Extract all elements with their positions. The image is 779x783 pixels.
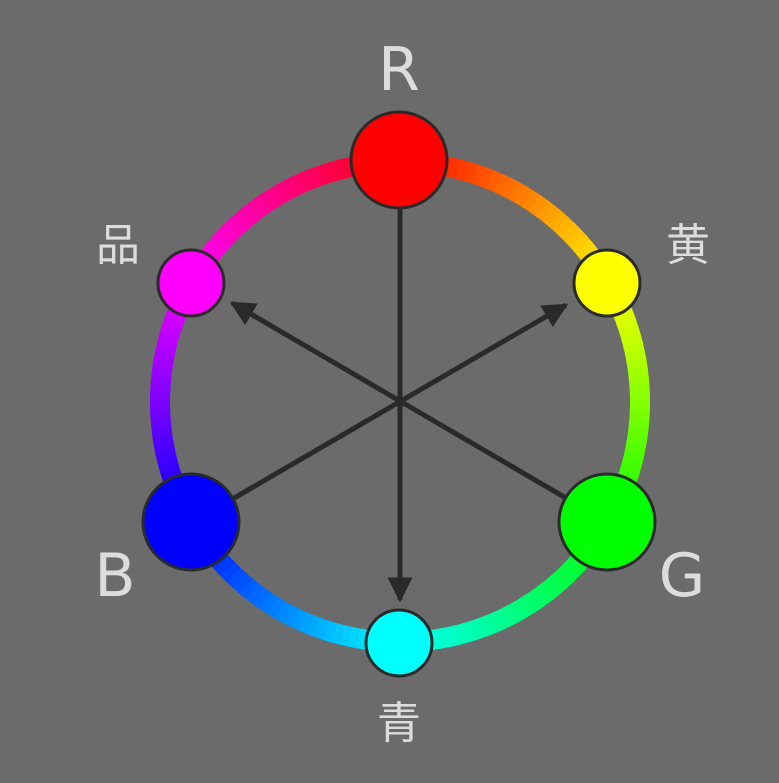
label-cyan: 青: [377, 698, 421, 749]
label-green: G: [658, 541, 706, 611]
cyan-node: [364, 608, 434, 678]
red-node: [349, 110, 449, 210]
blue-node: [141, 472, 241, 572]
arrow-green-to-magenta: [229, 300, 609, 525]
label-magenta: 品: [96, 220, 140, 271]
label-red: R: [378, 35, 420, 105]
green-node: [557, 472, 657, 572]
arrow-blue-to-yellow: [191, 302, 569, 525]
yellow-node: [572, 248, 642, 318]
complement-arrows: [191, 160, 609, 603]
label-blue: B: [94, 541, 136, 611]
magenta-node: [156, 248, 226, 318]
label-yellow: 黄: [666, 220, 710, 271]
